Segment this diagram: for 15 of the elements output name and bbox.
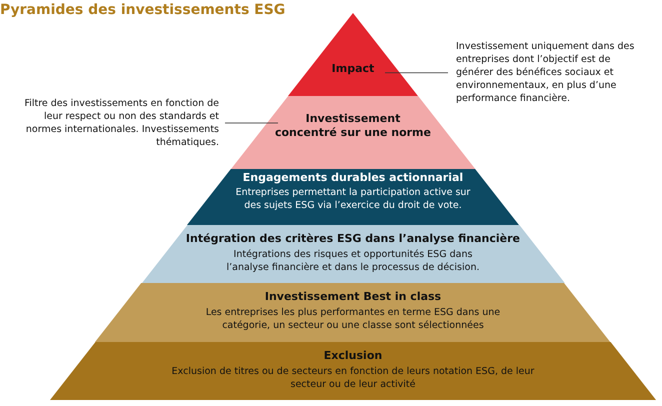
diagram-title: Pyramides des investissements ESG [0,2,286,18]
tier-description: Entreprises permettant la participation active sur des sujets ESG via l’exercice du droit de vote. [234,186,472,212]
leader-line [384,72,448,74]
tier-heading: Engagements durables actionnarial [242,171,464,185]
tier-heading: Investissement Best in class [264,290,442,304]
tier-description: Exclusion de titres ou de secteurs en fonction de leurs notation ESG, de leur secteur ou de leur activité [170,365,536,391]
leader-line [224,122,278,124]
tier-heading: Intégration des critères ESG dans l’analyse financière [184,232,522,246]
tier-heading: Impact [330,62,376,76]
annotation-text: Investissement uniquement dans des entreprises dont l’objectif est de générer des bénéfices sociaux et environnementaux, en plus d’une performance financière. [456,40,636,105]
tier-heading: Exclusion [322,349,384,363]
annotation-text: Filtre des investissements en fonction de leur respect ou non des standards et normes internationales. Investissements thématiques. [23,97,219,149]
tier-description: Les entreprises les plus performantes en terme ESG dans une catégorie, un secteur ou une classe sont sélectionnées [204,306,502,332]
tier-description: Intégrations des risques et opportunités ESG dans l’analyse financière et dans le processus de décision. [225,248,480,274]
tier-heading: Investissement concentré sur une norme [274,112,432,140]
